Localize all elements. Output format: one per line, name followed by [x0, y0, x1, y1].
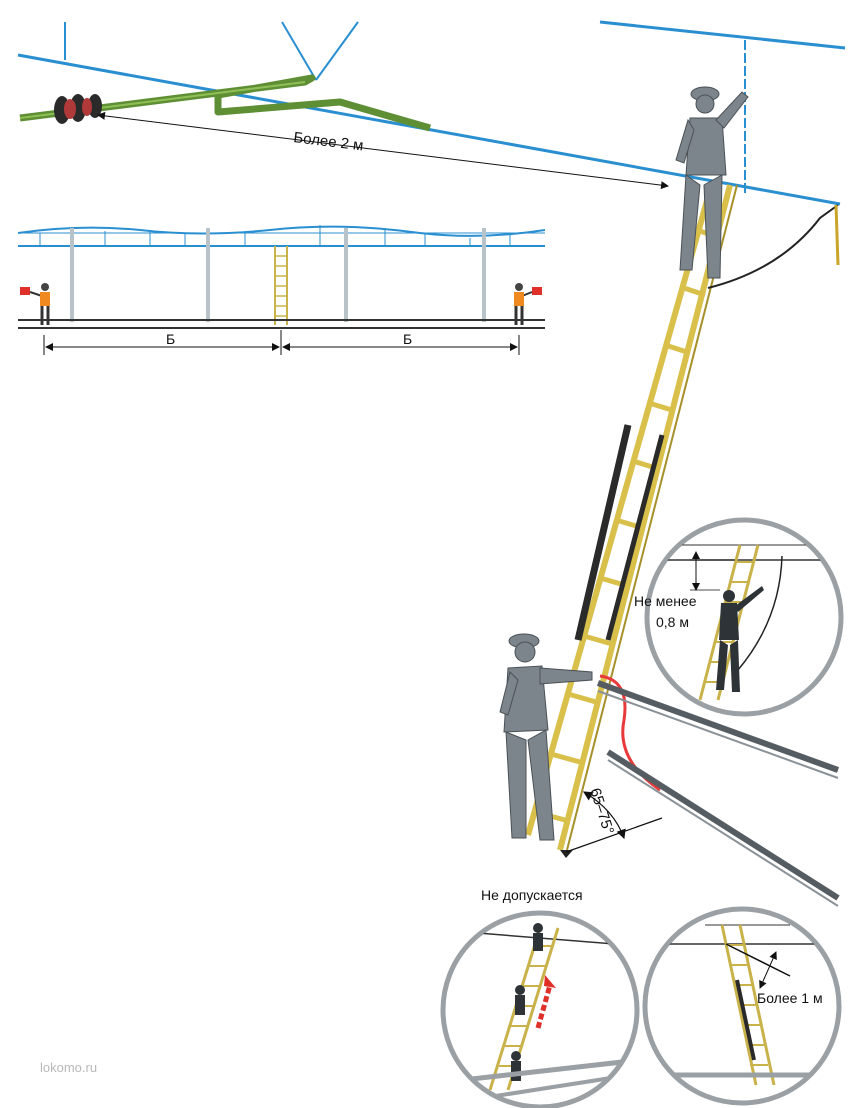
signal-flag [20, 287, 30, 295]
label-more-1m: Более 1 м [757, 990, 823, 1006]
detail-circle-more-1m: Более 1 м [642, 906, 842, 1106]
label-not-allowed: Не допускается [481, 887, 583, 903]
main-ladder [525, 184, 738, 858]
detail-circle-not-allowed [440, 910, 640, 1108]
label-min-line1: Не менее [634, 593, 697, 609]
signalman-left [20, 283, 50, 325]
signalman-right [514, 283, 542, 325]
insulator [54, 94, 102, 124]
side-view-scheme: Б Б [17, 225, 546, 355]
worker-figure-bottom [499, 633, 593, 841]
signal-flag [532, 287, 542, 295]
grounding-clamp [834, 204, 840, 266]
label-min-line2: 0,8 м [656, 614, 689, 630]
arrow-up-icon [535, 975, 556, 1029]
distance-more-2m: Более 2 м [97, 111, 669, 190]
label-more-2m: Более 2 м [293, 129, 365, 154]
label-angle: 65–75° [586, 786, 617, 837]
label-b-right: Б [403, 331, 412, 347]
worker-figure-small [716, 586, 764, 692]
small-ladder [274, 246, 288, 325]
worker-figure-top [675, 86, 749, 279]
label-b-left: Б [166, 331, 175, 347]
watermark: lokomo.ru [40, 1060, 98, 1075]
detail-circle-min-distance: Не менее 0,8 м [634, 517, 844, 717]
rails [596, 680, 840, 907]
grounding-cable-top [707, 204, 839, 289]
